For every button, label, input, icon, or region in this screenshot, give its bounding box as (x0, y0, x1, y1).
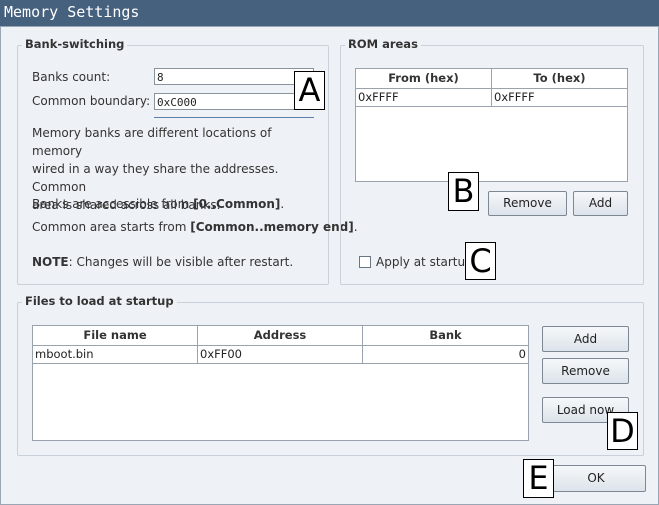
ok-button[interactable]: OK (546, 465, 646, 492)
access-suffix: . (280, 197, 285, 211)
desc-line-3: area is shared across all banks. (32, 198, 221, 212)
marker-c: C (465, 242, 496, 280)
files-col-bank[interactable]: Bank (363, 326, 528, 345)
files-col-name[interactable]: File name (33, 326, 198, 345)
common-range: [Common..memory end] (190, 220, 354, 234)
files-title: Files to load at startup (22, 294, 177, 308)
note-label: NOTE (32, 255, 69, 269)
table-row[interactable]: mboot.bin 0xFF00 0 (33, 346, 528, 364)
dialog-body: Bank-switching Banks count: 8 Common bou… (0, 26, 659, 505)
access-range: [0..Common] (193, 197, 281, 211)
marker-a: A (294, 71, 325, 110)
note-line: NOTE: Changes will be visible after rest… (32, 253, 293, 271)
rom-areas-table: From (hex) To (hex) 0xFFFF 0xFFFF (355, 68, 628, 182)
field-separator (154, 117, 314, 118)
banks-accessible-line: Banks are accessible from [0..Common]. (32, 195, 284, 213)
apply-at-startup-label[interactable]: Apply at startup (376, 255, 473, 269)
files-group: Files to load at startup (17, 294, 644, 456)
bank-switching-title: Bank-switching (22, 37, 128, 51)
rom-table-header: From (hex) To (hex) (356, 69, 627, 89)
apply-at-startup-checkbox[interactable] (359, 256, 371, 268)
rom-cell-to[interactable]: 0xFFFF (494, 90, 535, 104)
rom-cell-from[interactable]: 0xFFFF (356, 89, 492, 106)
files-remove-button[interactable]: Remove (542, 358, 629, 384)
files-table-header: File name Address Bank (33, 326, 528, 346)
bank-switching-group: Bank-switching (17, 37, 329, 285)
common-area-line: Common area starts from [Common..memory … (32, 218, 358, 236)
banks-description: Memory banks are different locations of … (32, 124, 322, 214)
rom-remove-button[interactable]: Remove (488, 191, 567, 216)
banks-count-field[interactable]: 8 (154, 68, 314, 85)
rom-col-to[interactable]: To (hex) (492, 69, 627, 88)
files-cell-name[interactable]: mboot.bin (33, 346, 198, 363)
common-suffix: . (353, 220, 358, 234)
rom-areas-title: ROM areas (345, 37, 421, 51)
desc-line-1: Memory banks are different locations of … (32, 126, 272, 158)
window-title: Memory Settings (0, 0, 659, 26)
marker-b: B (448, 172, 479, 211)
rom-col-from[interactable]: From (hex) (356, 69, 492, 88)
load-now-button[interactable]: Load now (542, 397, 629, 423)
access-prefix: Banks are accessible from (32, 197, 194, 211)
files-cell-address[interactable]: 0xFF00 (198, 346, 363, 363)
marker-d: D (607, 412, 638, 450)
rom-add-button[interactable]: Add (573, 191, 628, 216)
desc-line-2: wired in a way they share the addresses.… (32, 162, 279, 194)
table-row[interactable]: 0xFFFF 0xFFFF (356, 89, 627, 107)
banks-count-label: Banks count: (32, 70, 111, 84)
note-text: : Changes will be visible after restart. (68, 255, 294, 269)
common-boundary-field[interactable]: 0xC000 (154, 93, 314, 110)
common-boundary-label: Common boundary: (32, 94, 151, 108)
files-col-address[interactable]: Address (198, 326, 363, 345)
files-table: File name Address Bank mboot.bin 0xFF00 … (32, 325, 529, 441)
rom-areas-group: ROM areas (340, 37, 644, 285)
files-add-button[interactable]: Add (542, 326, 629, 352)
common-prefix: Common area starts from (32, 220, 191, 234)
marker-e: E (523, 459, 554, 498)
files-cell-bank[interactable]: 0 (518, 347, 526, 361)
